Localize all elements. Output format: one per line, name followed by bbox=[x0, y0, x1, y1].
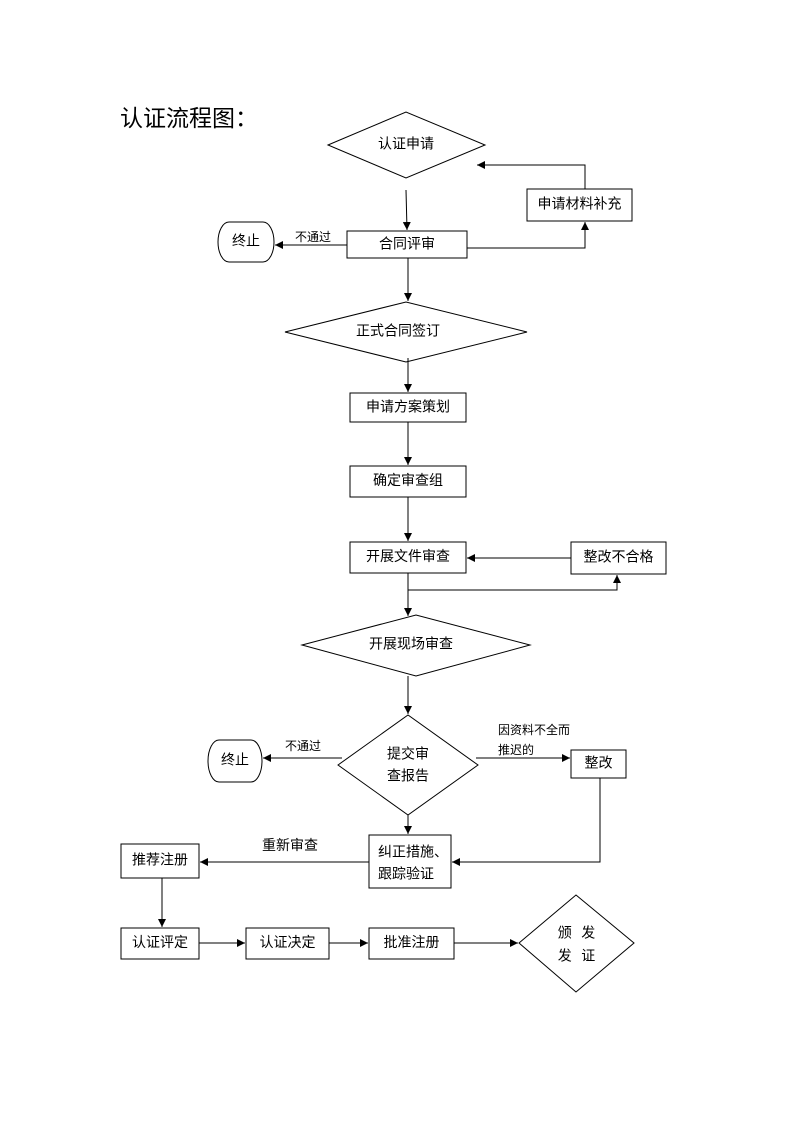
node-label: 整改不合格 bbox=[584, 550, 654, 566]
edge-label-rejected: 不通过 bbox=[295, 230, 331, 244]
node-certification-application: 认证申请 bbox=[326, 111, 487, 179]
node-label: 确定审查组 bbox=[373, 473, 443, 489]
node-approve-registration: 批准注册 bbox=[368, 927, 455, 960]
decision-diamond bbox=[326, 111, 487, 179]
process-box bbox=[368, 927, 455, 960]
terminator-shape bbox=[217, 221, 275, 263]
node-label: 推荐注册 bbox=[132, 853, 188, 869]
edge-label-delayed-line-2: 推迟的 bbox=[498, 742, 534, 757]
node-corrective-tracking: 纠正措施、 跟踪验证 bbox=[368, 834, 452, 889]
node-rectification: 整改 bbox=[570, 749, 627, 779]
arrow-document-review-to-rectification-failed bbox=[407, 573, 621, 591]
node-label: 认证申请 bbox=[378, 137, 434, 153]
process-box bbox=[349, 392, 467, 423]
node-label-line-1: 纠正措施、 bbox=[378, 845, 448, 861]
node-label: 认证评定 bbox=[132, 935, 188, 951]
decision-diamond bbox=[337, 714, 479, 816]
node-label: 合同评审 bbox=[379, 237, 435, 253]
arrow-contract-review-to-supplement bbox=[467, 222, 589, 249]
node-submit-review-report: 提交审 查报告 bbox=[337, 714, 479, 816]
node-label: 正式合同签订 bbox=[356, 323, 440, 340]
node-label: 终止 bbox=[232, 234, 260, 250]
node-terminate-1: 终止 bbox=[217, 221, 275, 263]
edge-label-re-review: 重新审查 bbox=[262, 838, 318, 854]
node-label: 终止 bbox=[221, 753, 249, 769]
node-certification-decision: 认证决定 bbox=[245, 927, 330, 960]
process-box bbox=[368, 834, 452, 889]
node-label-line-2: 查报告 bbox=[387, 769, 429, 785]
node-label-line-1: 颁 发 bbox=[558, 926, 599, 942]
node-rectification-failed: 整改不合格 bbox=[570, 541, 667, 575]
process-box bbox=[526, 188, 633, 222]
process-box bbox=[120, 843, 200, 879]
terminator-shape bbox=[207, 739, 263, 783]
process-box bbox=[570, 749, 627, 779]
node-label: 申请方案策划 bbox=[366, 399, 450, 416]
node-contract-review: 合同评审 bbox=[346, 230, 468, 259]
arrow-supplement-to-application bbox=[477, 161, 586, 189]
process-box bbox=[245, 927, 330, 960]
edge-label-delayed-line-1: 因资料不全而 bbox=[498, 722, 570, 737]
decision-diamond bbox=[284, 301, 528, 363]
node-label: 开展文件审查 bbox=[366, 549, 450, 565]
arrow-rectification-to-corrective bbox=[452, 778, 601, 866]
node-label: 开展现场审查 bbox=[369, 637, 453, 653]
decision-diamond bbox=[300, 614, 532, 677]
node-formal-contract-signing: 正式合同签订 bbox=[284, 301, 528, 363]
process-box bbox=[570, 541, 667, 575]
process-box bbox=[349, 541, 467, 574]
node-material-supplement: 申请材料补充 bbox=[526, 188, 633, 222]
edge-label-rejected: 不通过 bbox=[285, 739, 321, 753]
node-label: 认证决定 bbox=[260, 935, 316, 951]
node-label: 批准注册 bbox=[384, 935, 440, 951]
node-certification-evaluation: 认证评定 bbox=[120, 927, 200, 960]
node-terminate-2: 终止 bbox=[207, 739, 263, 783]
page-title: 认证流程图： bbox=[120, 106, 258, 131]
process-box bbox=[120, 927, 200, 960]
node-label-line-2: 发 证 bbox=[558, 949, 599, 965]
node-label-line-2: 跟踪验证 bbox=[378, 867, 434, 883]
node-document-review: 开展文件审查 bbox=[349, 541, 467, 574]
node-label-line-1: 提交审 bbox=[387, 746, 429, 763]
arrow-application-to-contract-review bbox=[402, 189, 411, 231]
node-label: 申请材料补充 bbox=[538, 197, 622, 213]
node-scheme-planning: 申请方案策划 bbox=[349, 392, 467, 423]
node-recommend-registration: 推荐注册 bbox=[120, 843, 200, 879]
node-determine-review-team: 确定审查组 bbox=[349, 465, 467, 498]
node-issue-certificate: 颁 发 发 证 bbox=[518, 894, 635, 993]
decision-diamond bbox=[518, 894, 635, 993]
node-label: 整改 bbox=[585, 756, 613, 772]
node-onsite-review: 开展现场审查 bbox=[300, 614, 532, 677]
